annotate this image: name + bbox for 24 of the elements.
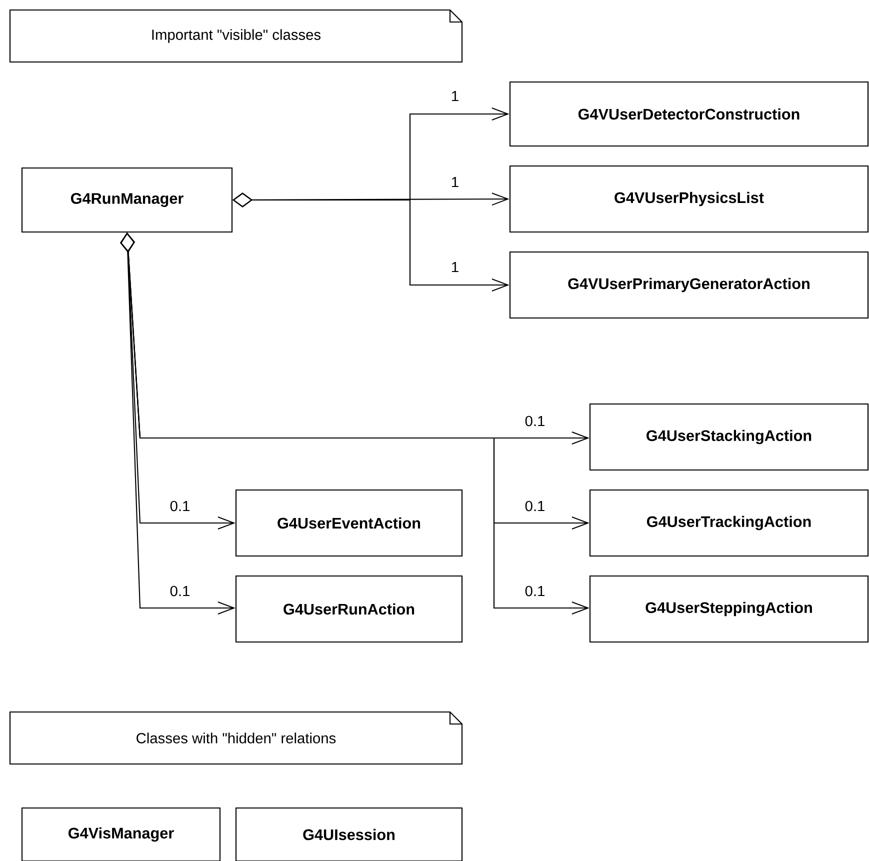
multiplicity-label: 1 — [450, 90, 460, 102]
class-box: G4VUserPhysicsList — [509, 165, 869, 233]
class-box: G4VUserDetectorConstruction — [509, 81, 869, 147]
multiplicity-label: 0.1 — [168, 584, 192, 598]
multiplicity-label: 1 — [450, 260, 460, 274]
class-box: G4UserTrackingAction — [589, 489, 869, 557]
multiplicity-label: 0.1 — [523, 584, 547, 598]
note-box: Classes with "hidden" relations — [9, 711, 463, 765]
class-box: G4UserEventAction — [235, 489, 463, 557]
class-box: G4UIsession — [235, 807, 463, 861]
class-box: G4UserSteppingAction — [589, 575, 869, 643]
multiplicity-label: 0.1 — [523, 499, 547, 513]
multiplicity-label: 1 — [450, 176, 460, 188]
class-box: G4UserRunAction — [235, 575, 463, 643]
aggregation-arrow — [232, 192, 510, 292]
class-box: G4VUserPrimaryGeneratorAction — [509, 251, 869, 319]
class-box: G4UserStackingAction — [589, 403, 869, 471]
class-box: G4RunManager — [21, 167, 233, 233]
note-box: Important "visible" classes — [9, 9, 463, 63]
aggregation-arrow — [120, 232, 236, 614]
class-box: G4VisManager — [21, 807, 221, 861]
multiplicity-label: 0.1 — [168, 499, 192, 513]
multiplicity-label: 0.1 — [523, 414, 547, 428]
aggregation-arrow — [120, 232, 590, 614]
